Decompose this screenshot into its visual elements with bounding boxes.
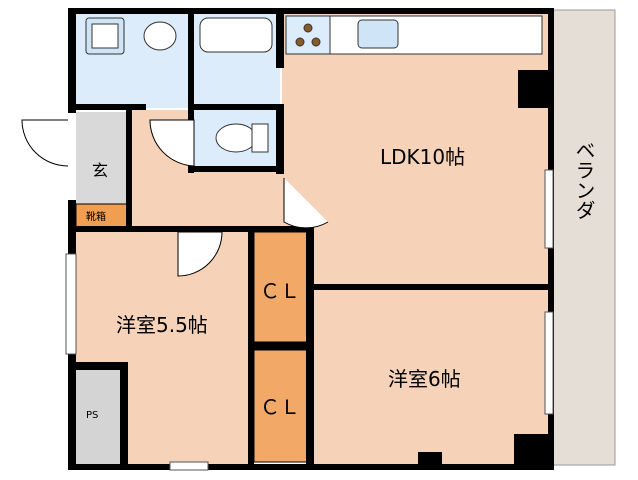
door-swings [21, 119, 329, 277]
western-room-b-floor [312, 290, 548, 466]
windows [65, 169, 554, 471]
washroom-fixtures [85, 17, 177, 55]
ps-shaft [76, 370, 120, 464]
closet-lower-label: ＣＬ [260, 395, 300, 419]
entrance-floor [76, 112, 130, 204]
western-room-b-label: 洋室6帖 [388, 367, 461, 391]
ldk-label: LDK10帖 [380, 145, 465, 169]
entrance-label: 玄 [92, 161, 108, 180]
toilet-fixture [215, 123, 269, 153]
bathtub [199, 17, 273, 53]
veranda-area [552, 9, 616, 466]
western-room-a-label: 洋室5.5帖 [116, 313, 208, 337]
kitchen-counter [285, 15, 543, 55]
closet-upper-label: ＣＬ [260, 279, 300, 303]
shoe-box-label: 靴箱 [86, 210, 106, 223]
veranda-label: ベランダ [572, 140, 596, 220]
ps-label: PS [86, 410, 98, 421]
ldk-floor [282, 12, 548, 290]
